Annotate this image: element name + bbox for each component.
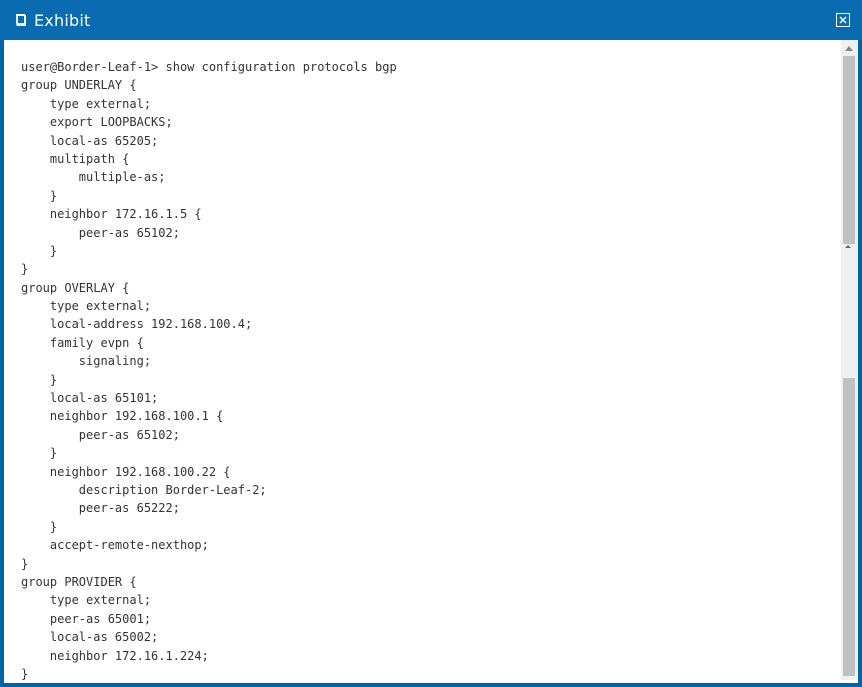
window-title: Exhibit — [34, 10, 91, 30]
scroll-up-arrow-icon[interactable] — [845, 46, 853, 51]
config-line: } — [21, 519, 58, 534]
config-line: peer-as 65102; — [21, 427, 180, 442]
config-line: type external; — [21, 299, 152, 314]
config-line: local-as 65205; — [21, 133, 159, 148]
config-line: accept-remote-nexthop; — [21, 538, 209, 553]
config-line: } — [21, 556, 29, 571]
exhibit-content[interactable]: user@Border-Leaf-1> show configuration p… — [4, 40, 840, 680]
config-line: type external; — [21, 593, 152, 608]
config-line: multiple-as; — [21, 170, 166, 185]
config-line: peer-as 65102; — [21, 225, 180, 240]
config-line: local-address 192.168.100.4; — [21, 317, 253, 332]
scrollbar-track-segment[interactable] — [843, 378, 855, 676]
scroll-marker-icon — [845, 245, 851, 248]
config-line: peer-as 65222; — [21, 501, 180, 516]
config-line: family evpn { — [21, 335, 144, 350]
scrollbar-thumb[interactable] — [843, 56, 855, 244]
config-line: } — [21, 188, 58, 203]
config-line: group UNDERLAY { — [21, 78, 137, 93]
close-icon — [839, 16, 847, 24]
config-line: } — [21, 243, 58, 258]
config-line: local-as 65002; — [21, 630, 159, 645]
exhibit-book-icon — [12, 11, 30, 29]
config-line: description Border-Leaf-2; — [21, 482, 267, 497]
close-button[interactable] — [836, 13, 850, 27]
config-line: multipath { — [21, 151, 130, 166]
config-line: type external; — [21, 96, 152, 111]
title-bar[interactable]: Exhibit — [0, 0, 862, 40]
config-line: neighbor 192.168.100.22 { — [21, 464, 231, 479]
config-line: local-as 65101; — [21, 391, 159, 406]
config-line: group PROVIDER { — [21, 574, 137, 589]
config-line: } — [21, 262, 29, 277]
config-line: user@Border-Leaf-1> show configuration p… — [21, 60, 397, 74]
config-line: neighbor 172.16.1.224; — [21, 648, 209, 663]
config-line: neighbor 192.168.100.1 { — [21, 409, 224, 424]
vertical-scrollbar[interactable] — [841, 40, 858, 680]
config-line: } — [21, 666, 29, 680]
config-line: group OVERLAY { — [21, 280, 130, 295]
config-line: export LOOPBACKS; — [21, 115, 173, 130]
config-line: peer-as 65001; — [21, 611, 152, 626]
config-line: } — [21, 446, 58, 461]
config-line: } — [21, 372, 58, 387]
config-line: neighbor 172.16.1.5 { — [21, 207, 202, 222]
config-line: signaling; — [21, 354, 152, 369]
bgp-configuration-output: user@Border-Leaf-1> show configuration p… — [4, 40, 840, 680]
